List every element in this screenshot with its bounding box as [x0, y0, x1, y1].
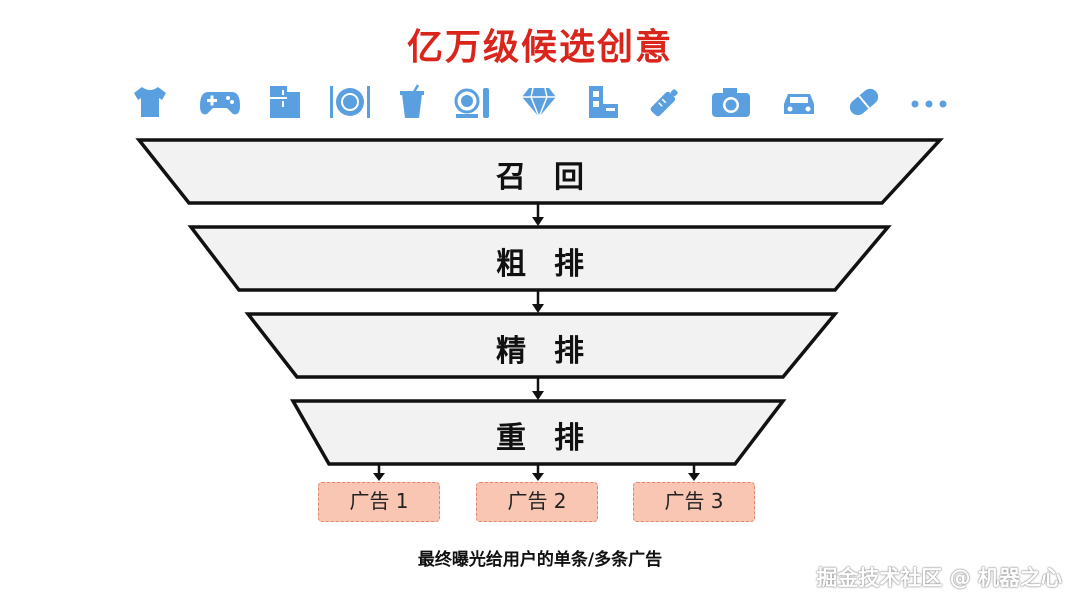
baby-bottle-icon — [650, 89, 678, 117]
stage-rerank-shape — [289, 399, 787, 466]
watermark: 掘金技术社区 @ 机器之心 — [816, 566, 1062, 590]
cosmetics-icon — [454, 88, 489, 118]
stage-rerank-label: 重排 — [496, 421, 612, 456]
ad-arrow — [532, 465, 544, 481]
drink-cup-icon — [400, 84, 424, 118]
ad-arrow — [688, 465, 700, 481]
camera-icon — [712, 88, 750, 117]
final-exposure-caption: 最终曝光给用户的单条/多条广告 — [417, 550, 663, 570]
page-title: 亿万级候选创意 — [406, 27, 673, 68]
category-icon-row — [130, 84, 950, 120]
ad-arrow — [373, 465, 385, 481]
flow-arrow — [532, 204, 544, 226]
diamond-icon — [522, 87, 556, 120]
stage-recall-label: 召回 — [496, 160, 612, 195]
fridge-icon — [270, 86, 300, 118]
ad-box-2: 广告 2 — [476, 482, 598, 522]
furniture-icon — [589, 86, 618, 118]
gamepad-icon — [200, 92, 240, 115]
stage-fine-rank-label: 精排 — [496, 334, 612, 369]
stage-fine-rank-shape — [244, 312, 839, 379]
pill-icon — [849, 88, 879, 116]
more-icon — [911, 100, 947, 108]
stage-recall-shape — [135, 138, 944, 205]
flow-arrow — [532, 378, 544, 400]
stage-coarse-rank-label: 粗排 — [496, 247, 612, 282]
ad-box-1: 广告 1 — [318, 482, 440, 522]
dining-icon — [330, 86, 370, 118]
ad-box-3: 广告 3 — [633, 482, 755, 522]
flow-arrow — [532, 291, 544, 313]
stage-coarse-rank-shape — [187, 225, 892, 292]
tshirt-icon — [134, 87, 166, 117]
car-icon — [784, 94, 814, 114]
